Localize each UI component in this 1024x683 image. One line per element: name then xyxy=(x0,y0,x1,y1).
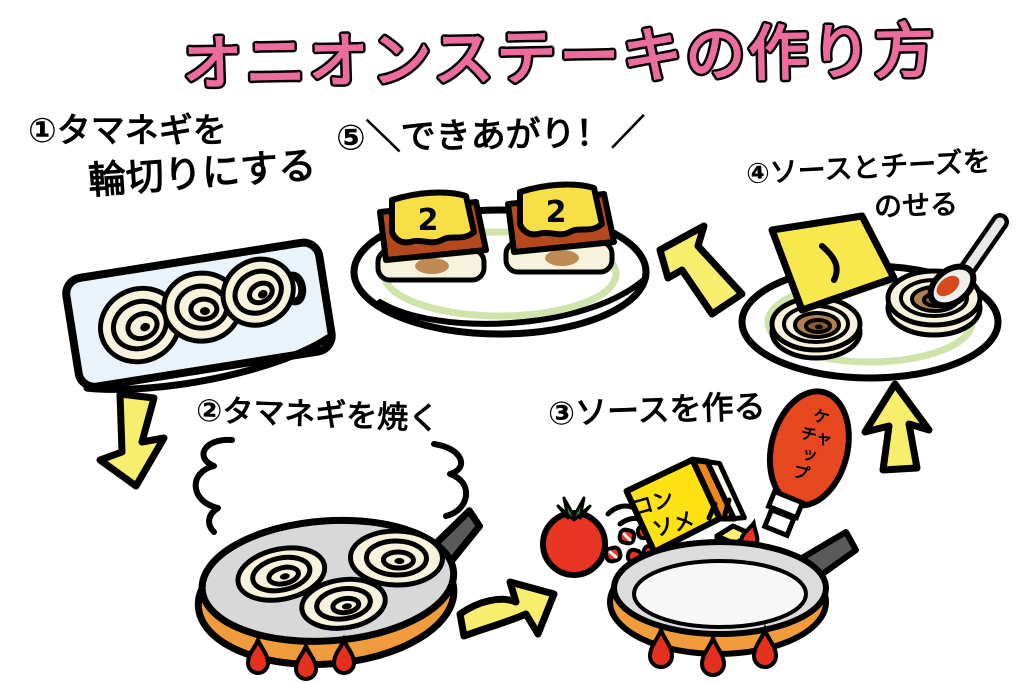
cheese-mark: 2 xyxy=(418,203,439,238)
step4-label-line1: ④ソースとチーズを xyxy=(745,144,992,191)
onion-slice xyxy=(161,270,243,344)
step1-label-line1: ①タマネギを xyxy=(28,111,227,151)
finished-dish-icon: 2 2 xyxy=(350,181,650,338)
melted-cheese xyxy=(517,181,605,238)
ketchup-cap xyxy=(761,488,806,539)
flame-drop xyxy=(245,634,271,675)
cheese-slice xyxy=(768,212,898,314)
flame-drop xyxy=(699,631,727,677)
steam-curl-right-icon xyxy=(431,441,470,519)
onion-steak: 2 xyxy=(503,181,617,275)
arrow-step2-to-step3-icon xyxy=(456,578,558,640)
step3-label: ③ソースを作る xyxy=(547,387,767,433)
tomato-icon xyxy=(540,496,608,578)
arrow-step4-to-step5-icon xyxy=(656,222,746,318)
page-title: オニオンステーキの作り方 xyxy=(182,16,938,99)
flame-drop xyxy=(331,634,357,675)
grilled-onion xyxy=(769,295,863,361)
flame-drop xyxy=(293,640,319,681)
ketchup-label-char4: プ xyxy=(791,462,812,485)
cheese-mark: 2 xyxy=(546,195,567,230)
flame-drop xyxy=(647,623,675,669)
step1-label-line2: 輪切りにする xyxy=(86,143,318,203)
steam-curl-left-icon xyxy=(192,436,235,535)
step2-label: ②タマネギを焼く xyxy=(195,392,440,438)
onion-slice xyxy=(235,545,328,603)
ketchup-label-char3: ッ xyxy=(800,443,820,465)
frying-pan-onions-icon xyxy=(194,507,483,681)
onion-slice xyxy=(299,576,388,631)
step5-label: ⑤＼できあがり！／ xyxy=(335,113,646,159)
tomato-stem xyxy=(556,496,592,522)
sauce-spoon xyxy=(927,213,1009,309)
arrow-step1-to-step2-icon xyxy=(96,390,168,490)
title-banner: オニオンステーキの作り方 xyxy=(179,14,940,102)
melted-cheese xyxy=(389,189,477,246)
ketchup-label-char1: ケ xyxy=(811,406,831,428)
onion-slice xyxy=(220,256,296,328)
onion-steak: 2 xyxy=(375,189,489,283)
flame-drop xyxy=(751,623,779,669)
onion-slice xyxy=(347,528,445,588)
cutting-board-icon xyxy=(62,238,336,393)
onion-slice xyxy=(98,285,182,365)
sauce-pan-icon xyxy=(607,529,859,677)
arrow-step3-to-step4-icon xyxy=(861,380,933,474)
consomme-box-icon: コン ソメ xyxy=(623,456,747,555)
plate-sauce-cheese-icon xyxy=(738,212,1009,382)
